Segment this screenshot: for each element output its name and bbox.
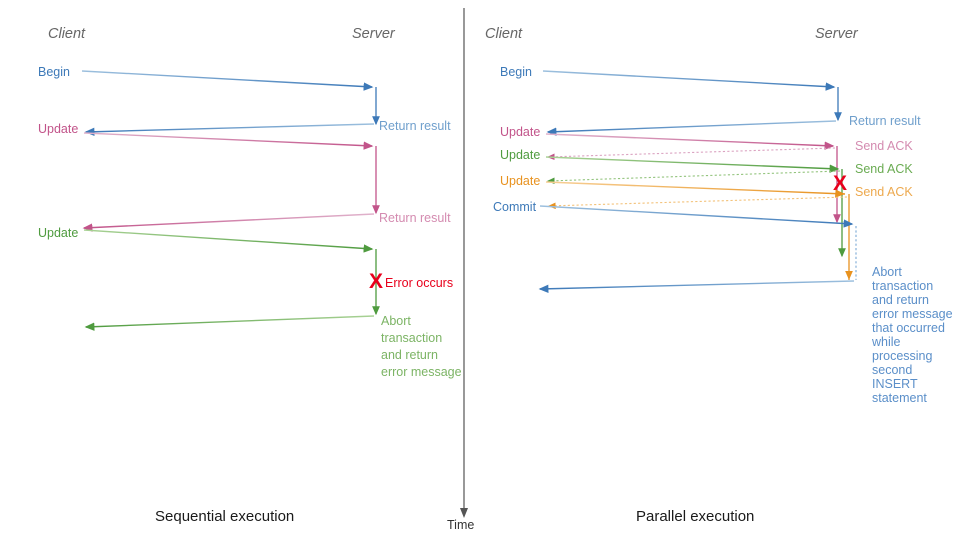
sequential-arrow-return-result-2 [82, 213, 375, 232]
parallel-arrow-return-result [546, 120, 837, 136]
parallel-note-line-9: INSERT [872, 377, 918, 391]
parallel-note-line-7: processing [872, 349, 932, 363]
parallel-note-line-1: Abort [872, 265, 902, 279]
parallel-arrow-begin [542, 70, 836, 91]
parallel-note-line-2: transaction [872, 279, 933, 293]
parallel-message-label-update-2: Update [500, 148, 540, 162]
sequential-message-label-update-2: Update [38, 226, 78, 240]
sequential-panel-caption: Sequential execution [155, 508, 294, 525]
parallel-panel-caption: Parallel execution [636, 508, 754, 525]
sequential-message-label-return-result-1: Return result [379, 119, 451, 133]
time-axis-label: Time [447, 518, 474, 532]
sequential-server-note-abort: Abort transaction and return error messa… [381, 314, 462, 379]
sequential-arrow-update-2 [83, 229, 374, 253]
parallel-note-line-5: that occurred [872, 321, 945, 335]
parallel-message-label-commit: Commit [493, 200, 537, 214]
parallel-note-line-8: second [872, 363, 912, 377]
error-x-icon: X [369, 270, 383, 293]
parallel-arrow-update-3 [545, 181, 846, 198]
sequential-note-line-3: and return [381, 348, 438, 362]
parallel-message-label-return-result: Return result [849, 114, 921, 128]
parallel-message-label-send-ack-1: Send ACK [855, 139, 913, 153]
parallel-error-marker: X [833, 172, 847, 195]
parallel-note-line-4: error message [872, 307, 953, 321]
sequential-arrow-update-1 [83, 132, 374, 150]
time-axis: Time [447, 8, 474, 532]
parallel-note-line-10: statement [872, 391, 927, 405]
sequential-note-line-4: error message [381, 365, 462, 379]
sequential-arrow-return-result-1 [84, 123, 375, 136]
parallel-arrow-ack-2-dotted [546, 170, 841, 185]
sequential-client-lane-header: Client [48, 26, 86, 42]
sequential-note-line-1: Abort [381, 314, 411, 328]
parallel-arrow-update-2 [545, 156, 840, 173]
sequential-arrow-begin [81, 70, 374, 91]
parallel-note-line-6: while [871, 335, 901, 349]
parallel-message-label-update-1: Update [500, 125, 540, 139]
parallel-message-label-send-ack-3: Send ACK [855, 185, 913, 199]
sequential-message-label-update-1: Update [38, 122, 78, 136]
sequential-error-marker: X Error occurs [369, 270, 453, 293]
parallel-server-note-abort: Abort transaction and return error messa… [871, 265, 953, 405]
error-x-icon: X [833, 172, 847, 195]
parallel-arrow-commit [539, 205, 854, 228]
time-axis-arrow-icon [460, 508, 468, 518]
sequential-note-line-2: transaction [381, 331, 442, 345]
parallel-arrow-ack-3-dotted [547, 196, 848, 210]
parallel-arrow-ack-1-dotted [546, 147, 836, 161]
parallel-message-label-update-3: Update [500, 174, 540, 188]
sequential-message-label-begin: Begin [38, 65, 70, 79]
parallel-message-label-send-ack-2: Send ACK [855, 162, 913, 176]
parallel-client-lane-header: Client [485, 26, 523, 42]
parallel-arrow-update-1 [545, 133, 835, 150]
parallel-server-lane-header: Server [815, 26, 859, 42]
sequential-arrow-abort-return [84, 315, 375, 331]
parallel-arrow-abort-return [538, 280, 855, 293]
parallel-note-line-3: and return [872, 293, 929, 307]
sequential-message-label-return-result-2: Return result [379, 211, 451, 225]
panel-sequential: Client Server Begin Return result Update… [38, 26, 462, 525]
sequential-error-label: Error occurs [385, 276, 453, 290]
parallel-message-label-begin: Begin [500, 65, 532, 79]
sequential-server-lane-header: Server [352, 26, 396, 42]
panel-parallel: Client Server Begin Return result Update… [485, 26, 953, 525]
